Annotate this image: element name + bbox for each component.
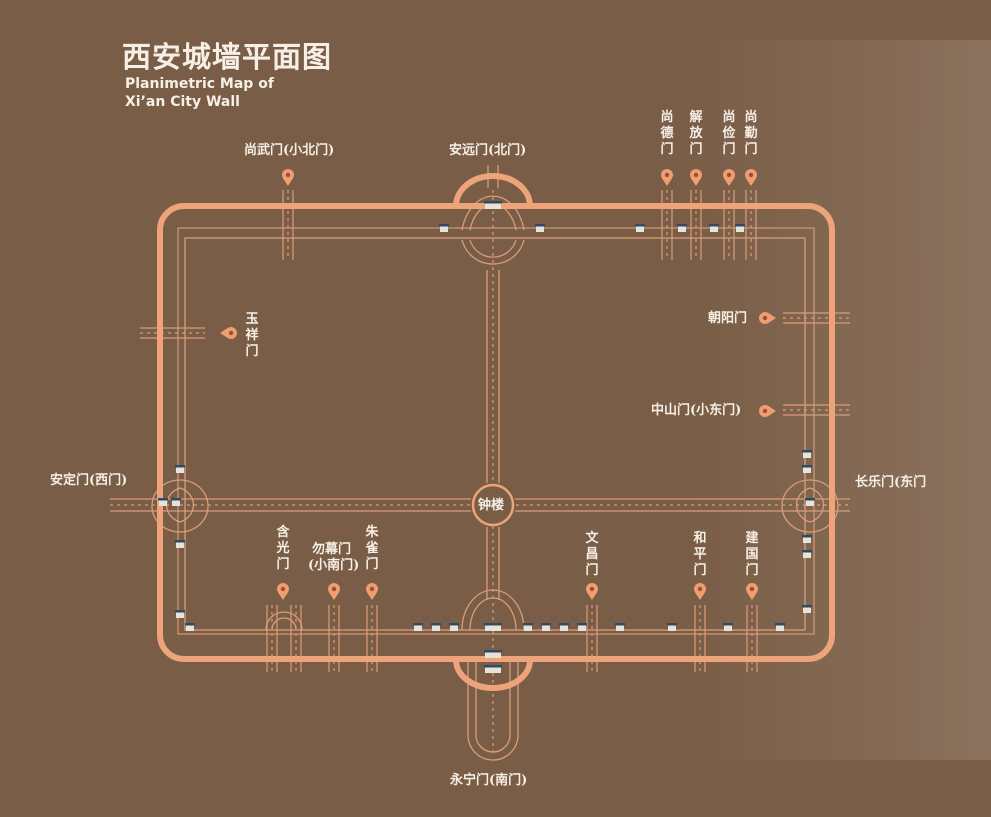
gate-tower-icon bbox=[802, 550, 812, 558]
bell-tower-label[interactable]: 钟楼 bbox=[478, 498, 505, 513]
location-pin-icon-shangqin[interactable] bbox=[745, 169, 757, 186]
gate-tower-icon bbox=[805, 498, 815, 506]
gate-tower-icon bbox=[175, 465, 185, 473]
gate-tower-icon bbox=[484, 650, 502, 658]
gate-label-anding[interactable]: 安定门(西门) bbox=[50, 473, 128, 488]
gate-label-zhongshan[interactable]: 中山门(小东门) bbox=[651, 403, 742, 418]
gate-tower-icon bbox=[175, 540, 185, 548]
location-pin-icon-zhuque[interactable] bbox=[366, 583, 378, 600]
gate-tower-icon bbox=[185, 623, 195, 631]
gate-tower-icon bbox=[723, 623, 733, 631]
location-pin-icon-zhongshan[interactable] bbox=[759, 405, 776, 417]
location-pin-icon-shangde[interactable] bbox=[661, 169, 673, 186]
gate-tower-icon bbox=[802, 450, 812, 458]
gate-tower-icon bbox=[635, 224, 645, 232]
gate-tower-icon bbox=[775, 623, 785, 631]
gate-label-shangqin[interactable]: 尚勤门 bbox=[744, 110, 758, 157]
gate-tower-icon bbox=[802, 535, 812, 543]
gate-label-changle[interactable]: 长乐门(东门 bbox=[855, 475, 927, 490]
location-pin-icon-heping[interactable] bbox=[694, 583, 706, 600]
gate-tower-icon bbox=[439, 224, 449, 232]
map-subtitle: Planimetric Map of Xi’an City Wall bbox=[125, 75, 274, 111]
north-gate-barbican bbox=[453, 173, 533, 207]
gate-tower-icon bbox=[667, 623, 677, 631]
gate-tower-icon bbox=[577, 623, 587, 631]
subtitle-line-1: Planimetric Map of bbox=[125, 76, 274, 92]
gate-label-wumu-line2: (小南门) bbox=[308, 558, 360, 573]
gate-tower-icon bbox=[171, 498, 181, 506]
gate-label-shangwu[interactable]: 尚武门(小北门) bbox=[244, 143, 335, 158]
map-title: 西安城墙平面图 bbox=[122, 40, 333, 74]
gate-tower-icon bbox=[449, 623, 459, 631]
location-pin-icon-wenchang[interactable] bbox=[586, 583, 598, 600]
gate-tower-icon bbox=[523, 623, 533, 631]
location-pin-icon-jiefang[interactable] bbox=[690, 169, 702, 186]
city-wall-outline bbox=[157, 203, 835, 662]
south-gate-barbican bbox=[453, 659, 533, 691]
gate-tower-icon bbox=[802, 605, 812, 613]
gate-tower-icon bbox=[158, 498, 168, 506]
gate-tower-icon bbox=[735, 224, 745, 232]
gate-tower-icon bbox=[413, 623, 423, 631]
gate-tower-icon bbox=[431, 623, 441, 631]
gate-tower-icon bbox=[615, 623, 625, 631]
gate-label-shangde[interactable]: 尚德门 bbox=[660, 110, 674, 157]
gate-label-hanguang[interactable]: 含光门 bbox=[276, 525, 290, 572]
location-pin-icon-shangjian[interactable] bbox=[723, 169, 735, 186]
location-pin-icon-jianguo[interactable] bbox=[746, 583, 758, 600]
bell-tower-circle bbox=[471, 483, 515, 527]
location-pin-icon-wumu[interactable] bbox=[328, 583, 340, 600]
gate-label-shangjian[interactable]: 尚俭门 bbox=[722, 110, 736, 157]
gate-tower-icon bbox=[484, 201, 502, 209]
subtitle-line-2: Xi’an City Wall bbox=[125, 94, 240, 110]
gate-tower-icon bbox=[535, 224, 545, 232]
gate-tower-icon bbox=[559, 623, 569, 631]
gate-tower-icon bbox=[175, 610, 185, 618]
location-pin-icon-hanguang[interactable] bbox=[277, 583, 289, 600]
gate-tower-icon bbox=[541, 623, 551, 631]
gate-label-jiefang[interactable]: 解放门 bbox=[689, 110, 703, 157]
gate-label-heping[interactable]: 和平门 bbox=[693, 531, 707, 578]
gate-tower-icon bbox=[802, 465, 812, 473]
gate-label-zhuque[interactable]: 朱雀门 bbox=[365, 525, 379, 572]
gate-tower-icon bbox=[484, 623, 502, 631]
city-tower-background bbox=[691, 40, 991, 760]
gate-label-chaoyang[interactable]: 朝阳门 bbox=[708, 311, 748, 326]
gate-label-yuxiang[interactable]: 玉祥门 bbox=[245, 312, 259, 359]
gate-label-wumu-line1: 勿幕门 bbox=[312, 542, 352, 557]
location-pin-icon-yuxiang[interactable] bbox=[220, 327, 237, 339]
gate-label-yongning[interactable]: 永宁门(南门) bbox=[450, 773, 528, 788]
gate-label-wumu[interactable]: 勿幕门 (小南门) bbox=[308, 542, 359, 574]
gate-label-anyuan[interactable]: 安远门(北门) bbox=[449, 143, 527, 158]
location-pin-icon-shangwu[interactable] bbox=[282, 169, 294, 186]
gate-tower-icon bbox=[709, 224, 719, 232]
gate-label-wenchang[interactable]: 文昌门 bbox=[585, 531, 599, 578]
gate-tower-icon bbox=[677, 224, 687, 232]
gate-tower-icon bbox=[484, 665, 502, 673]
location-pin-icon-chaoyang[interactable] bbox=[759, 312, 776, 324]
gate-label-jianguo[interactable]: 建国门 bbox=[745, 531, 759, 578]
